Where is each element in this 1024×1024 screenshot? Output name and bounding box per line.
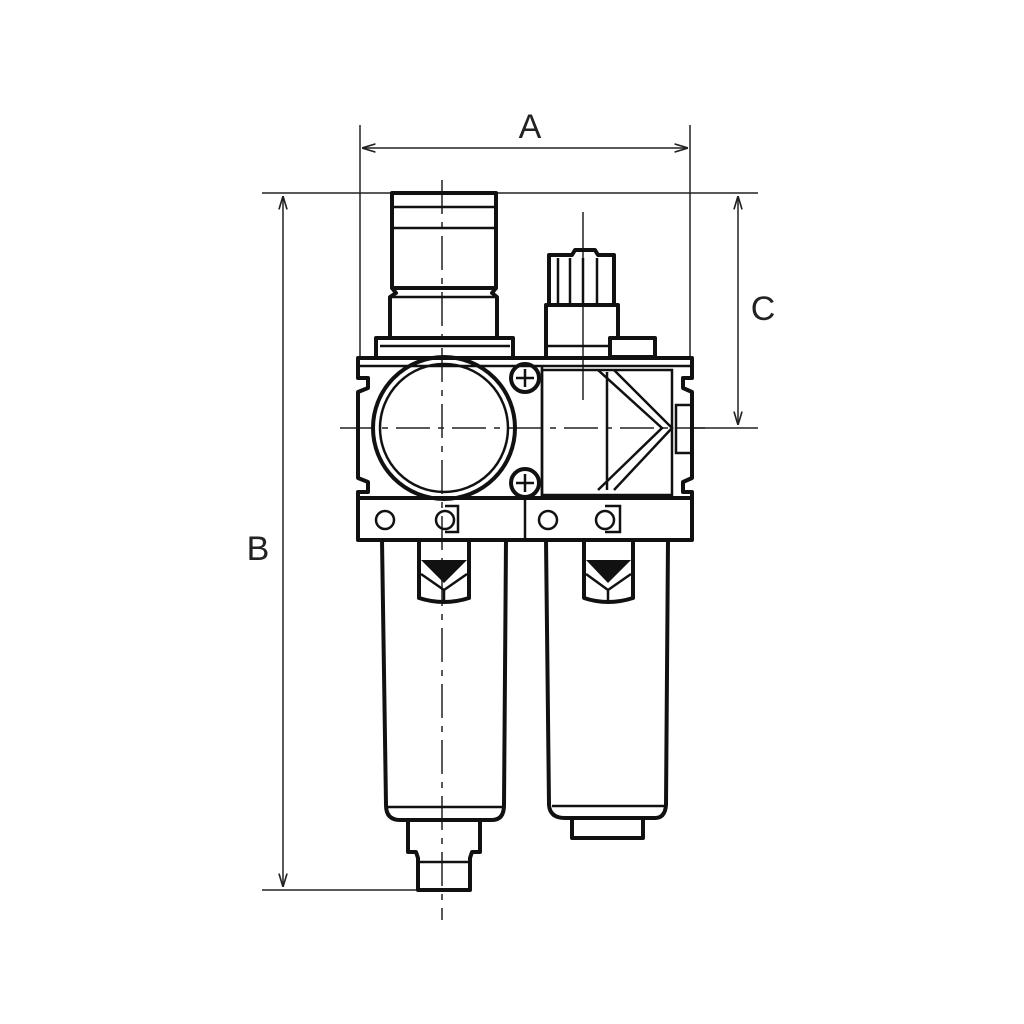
dimension-a-label: A xyxy=(519,108,542,146)
screw-bottom xyxy=(509,467,541,499)
lubricator-cap xyxy=(544,248,657,359)
regulator-knob xyxy=(374,191,515,357)
filter-bowl xyxy=(380,539,508,892)
dimension-b-label: B xyxy=(247,530,270,568)
lubricator-bowl xyxy=(544,539,670,840)
dimension-c: C xyxy=(690,196,776,429)
manifold-body xyxy=(356,355,694,542)
screw-top xyxy=(509,362,541,394)
dimension-a: A xyxy=(359,108,691,358)
dimension-b: B xyxy=(247,192,758,891)
dimension-c-label: C xyxy=(751,290,776,328)
